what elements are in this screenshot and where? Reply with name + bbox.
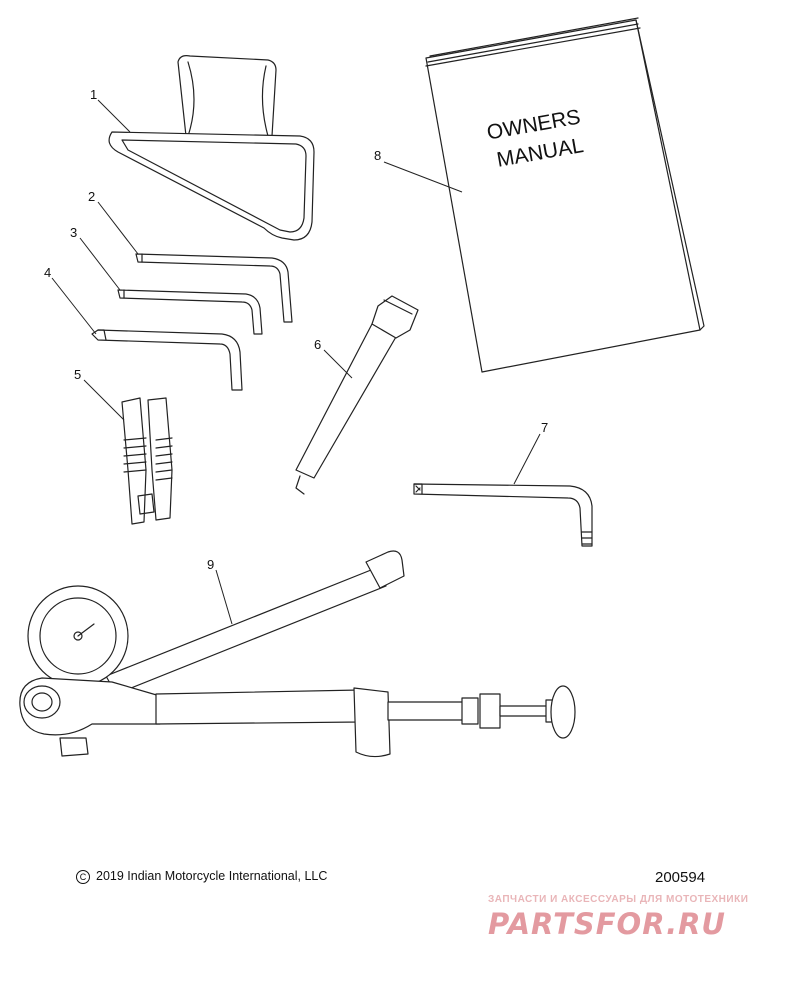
part-8-owners-manual: OWNERS MANUAL [425,17,705,373]
part-9-shock-pump [19,550,576,758]
part-7-torx-key [413,483,593,547]
callout-4: 4 [44,265,51,280]
watermark-logo: PARTSFOR.RU [488,907,726,941]
part-1-tool-holder [108,55,315,241]
copyright-notice: C 2019 Indian Motorcycle International, L… [76,869,327,884]
part-4-bit-key [91,329,243,391]
callout-2: 2 [88,189,95,204]
watermark: ЗАПЧАСТИ И АКСЕССУАРЫ ДЛЯ МОТОТЕХНИКИ PA… [488,894,788,941]
callout-9: 9 [207,557,214,572]
callout-3: 3 [70,225,77,240]
copyright-text: 2019 Indian Motorcycle International, LL… [96,869,328,883]
leader-lines [51,99,541,625]
callout-8: 8 [374,148,381,163]
drawing-number: 200594 [655,869,706,886]
callout-5: 5 [74,367,81,382]
callout-1: 1 [90,87,97,102]
watermark-tagline: ЗАПЧАСТИ И АКСЕССУАРЫ ДЛЯ МОТОТЕХНИКИ [488,894,749,905]
part-6-driver-tube [295,295,419,495]
part-5-clip-tool [121,397,173,525]
part-2-hex-key [135,253,293,323]
callout-6: 6 [314,337,321,352]
callout-7: 7 [541,420,548,435]
copyright-icon: C [76,870,90,884]
callout-labels: 1 2 3 4 5 6 7 8 9 [44,87,548,572]
part-3-hex-key [117,289,263,335]
